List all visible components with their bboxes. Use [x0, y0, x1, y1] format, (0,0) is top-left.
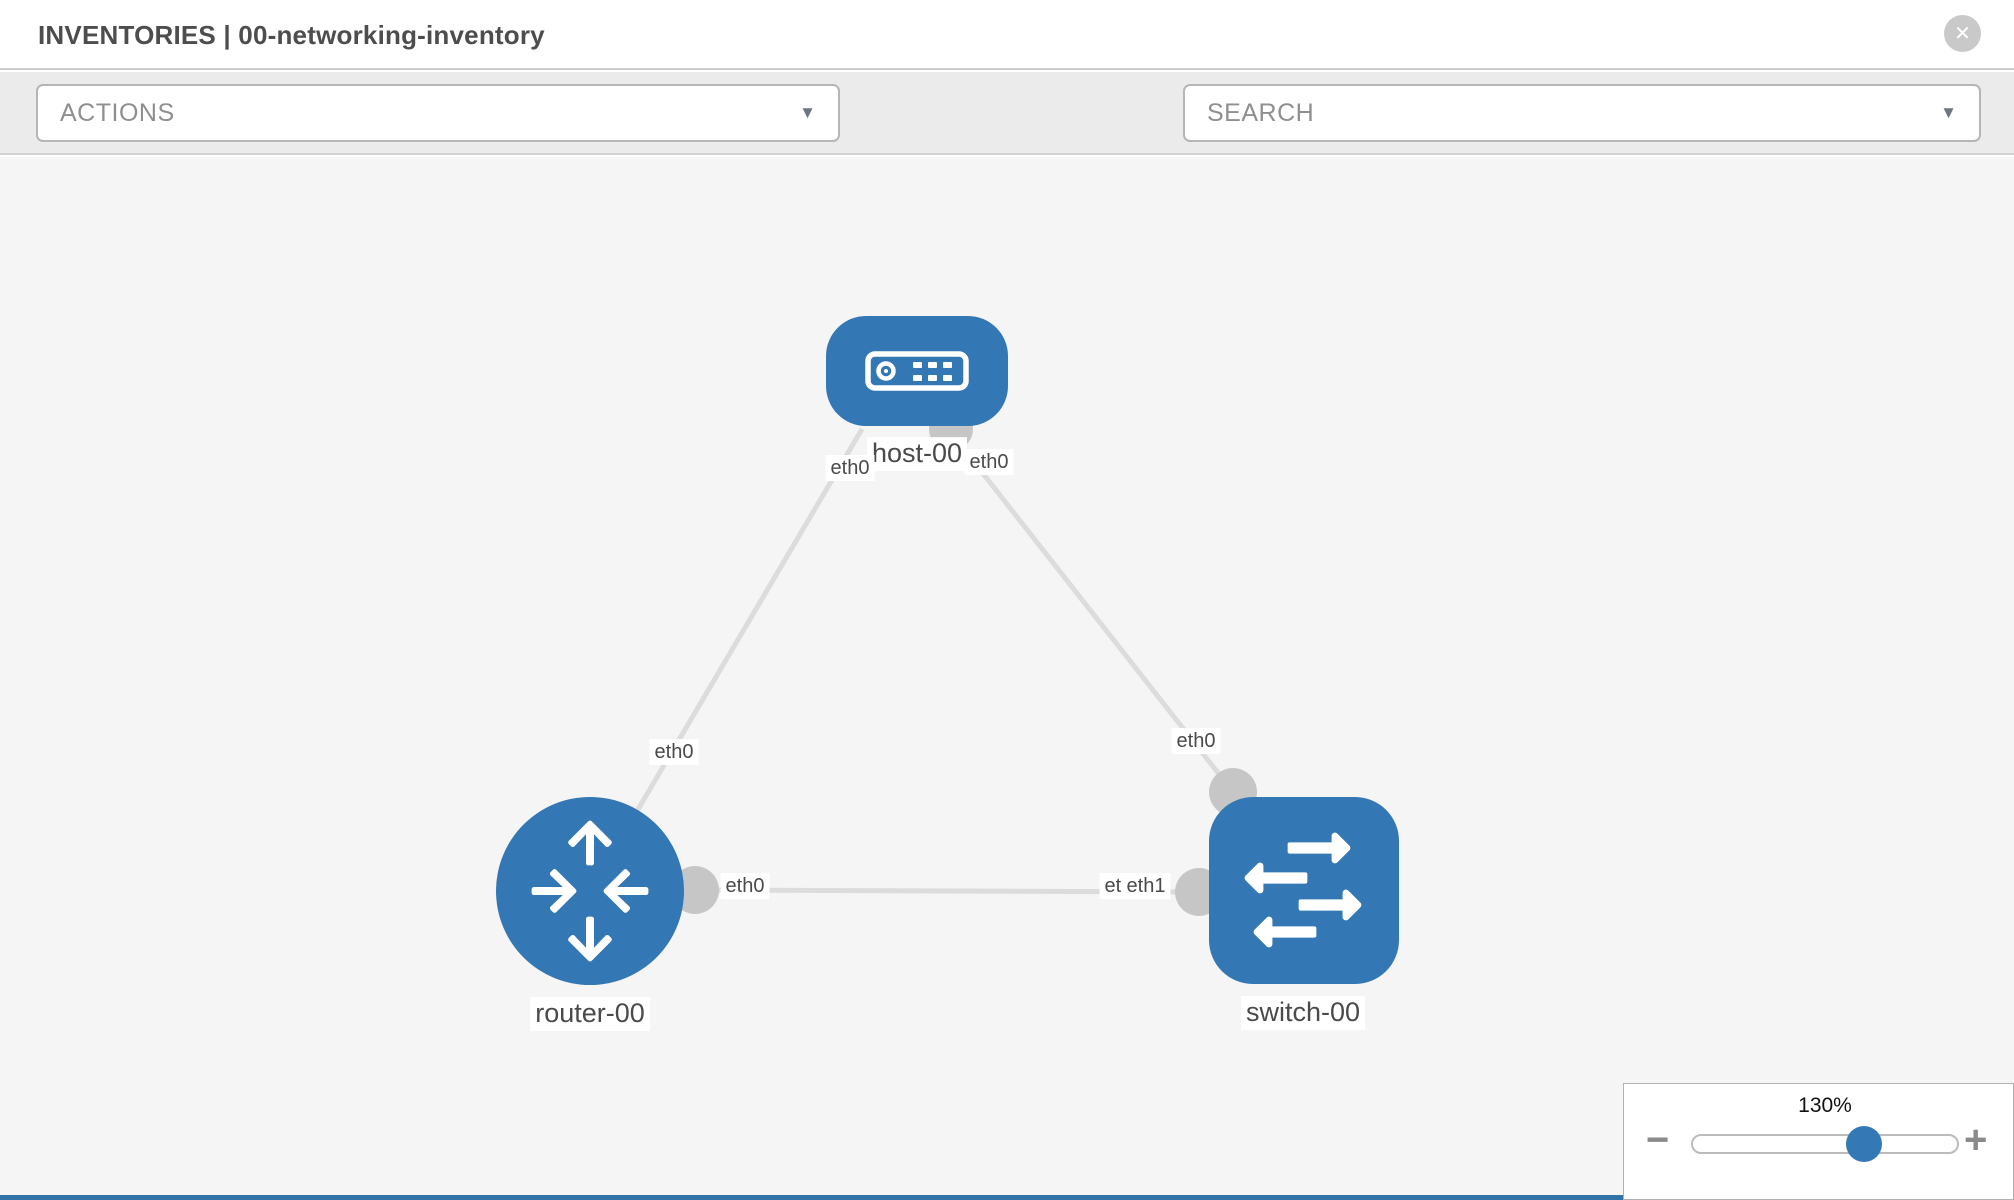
close-icon[interactable]: ✕: [1944, 15, 1981, 52]
search-dropdown[interactable]: SEARCH ▼: [1183, 84, 1981, 142]
search-dropdown-label: SEARCH: [1207, 98, 1315, 127]
zoom-slider-knob[interactable]: [1846, 1126, 1882, 1162]
iface-label-switch-eth1: eth1: [1121, 873, 1171, 899]
toolbar: ACTIONS ▼ SEARCH ▼: [0, 72, 2014, 205]
actions-dropdown-label: ACTIONS: [60, 98, 175, 127]
zoom-out-button[interactable]: −: [1646, 1118, 1670, 1162]
iface-label-host-to-switch: eth0: [964, 449, 1014, 475]
zoom-slider-track[interactable]: [1691, 1134, 1959, 1154]
edges-layer: [587, 427, 1235, 895]
iface-label-host-to-router: eth0: [825, 455, 875, 481]
topology-canvas: host-00 router-00 switch-00 eth0 eth0 et…: [0, 157, 2014, 1200]
iface-label-switch-eth0-diag: eth0: [1171, 728, 1221, 754]
zoom-in-button[interactable]: +: [1964, 1118, 1988, 1162]
zoom-control-panel: 130% − +: [1623, 1083, 2014, 1200]
node-label-router: router-00: [530, 997, 650, 1031]
chevron-down-icon: ▼: [799, 103, 816, 122]
header-bar: INVENTORIES | 00-networking-inventory ✕: [0, 0, 2014, 70]
node-router-00[interactable]: [496, 797, 684, 985]
node-label-host: host-00: [866, 437, 968, 471]
switch-icon: [1244, 832, 1362, 948]
node-switch-00[interactable]: [1209, 797, 1399, 984]
router-icon: [531, 820, 649, 962]
iface-label-router-eth0-diag: eth0: [649, 739, 699, 765]
node-label-switch: switch-00: [1240, 996, 1366, 1030]
node-host-00[interactable]: [826, 316, 1008, 426]
chevron-down-icon: ▼: [1940, 103, 1957, 122]
actions-dropdown[interactable]: ACTIONS ▼: [36, 84, 840, 142]
footer-bar: [0, 1195, 1627, 1200]
page-title: INVENTORIES | 00-networking-inventory: [38, 20, 545, 50]
host-icon: [865, 351, 969, 391]
zoom-percent-value: 130%: [1798, 1094, 1852, 1117]
iface-label-router-eth0: eth0: [720, 873, 770, 899]
